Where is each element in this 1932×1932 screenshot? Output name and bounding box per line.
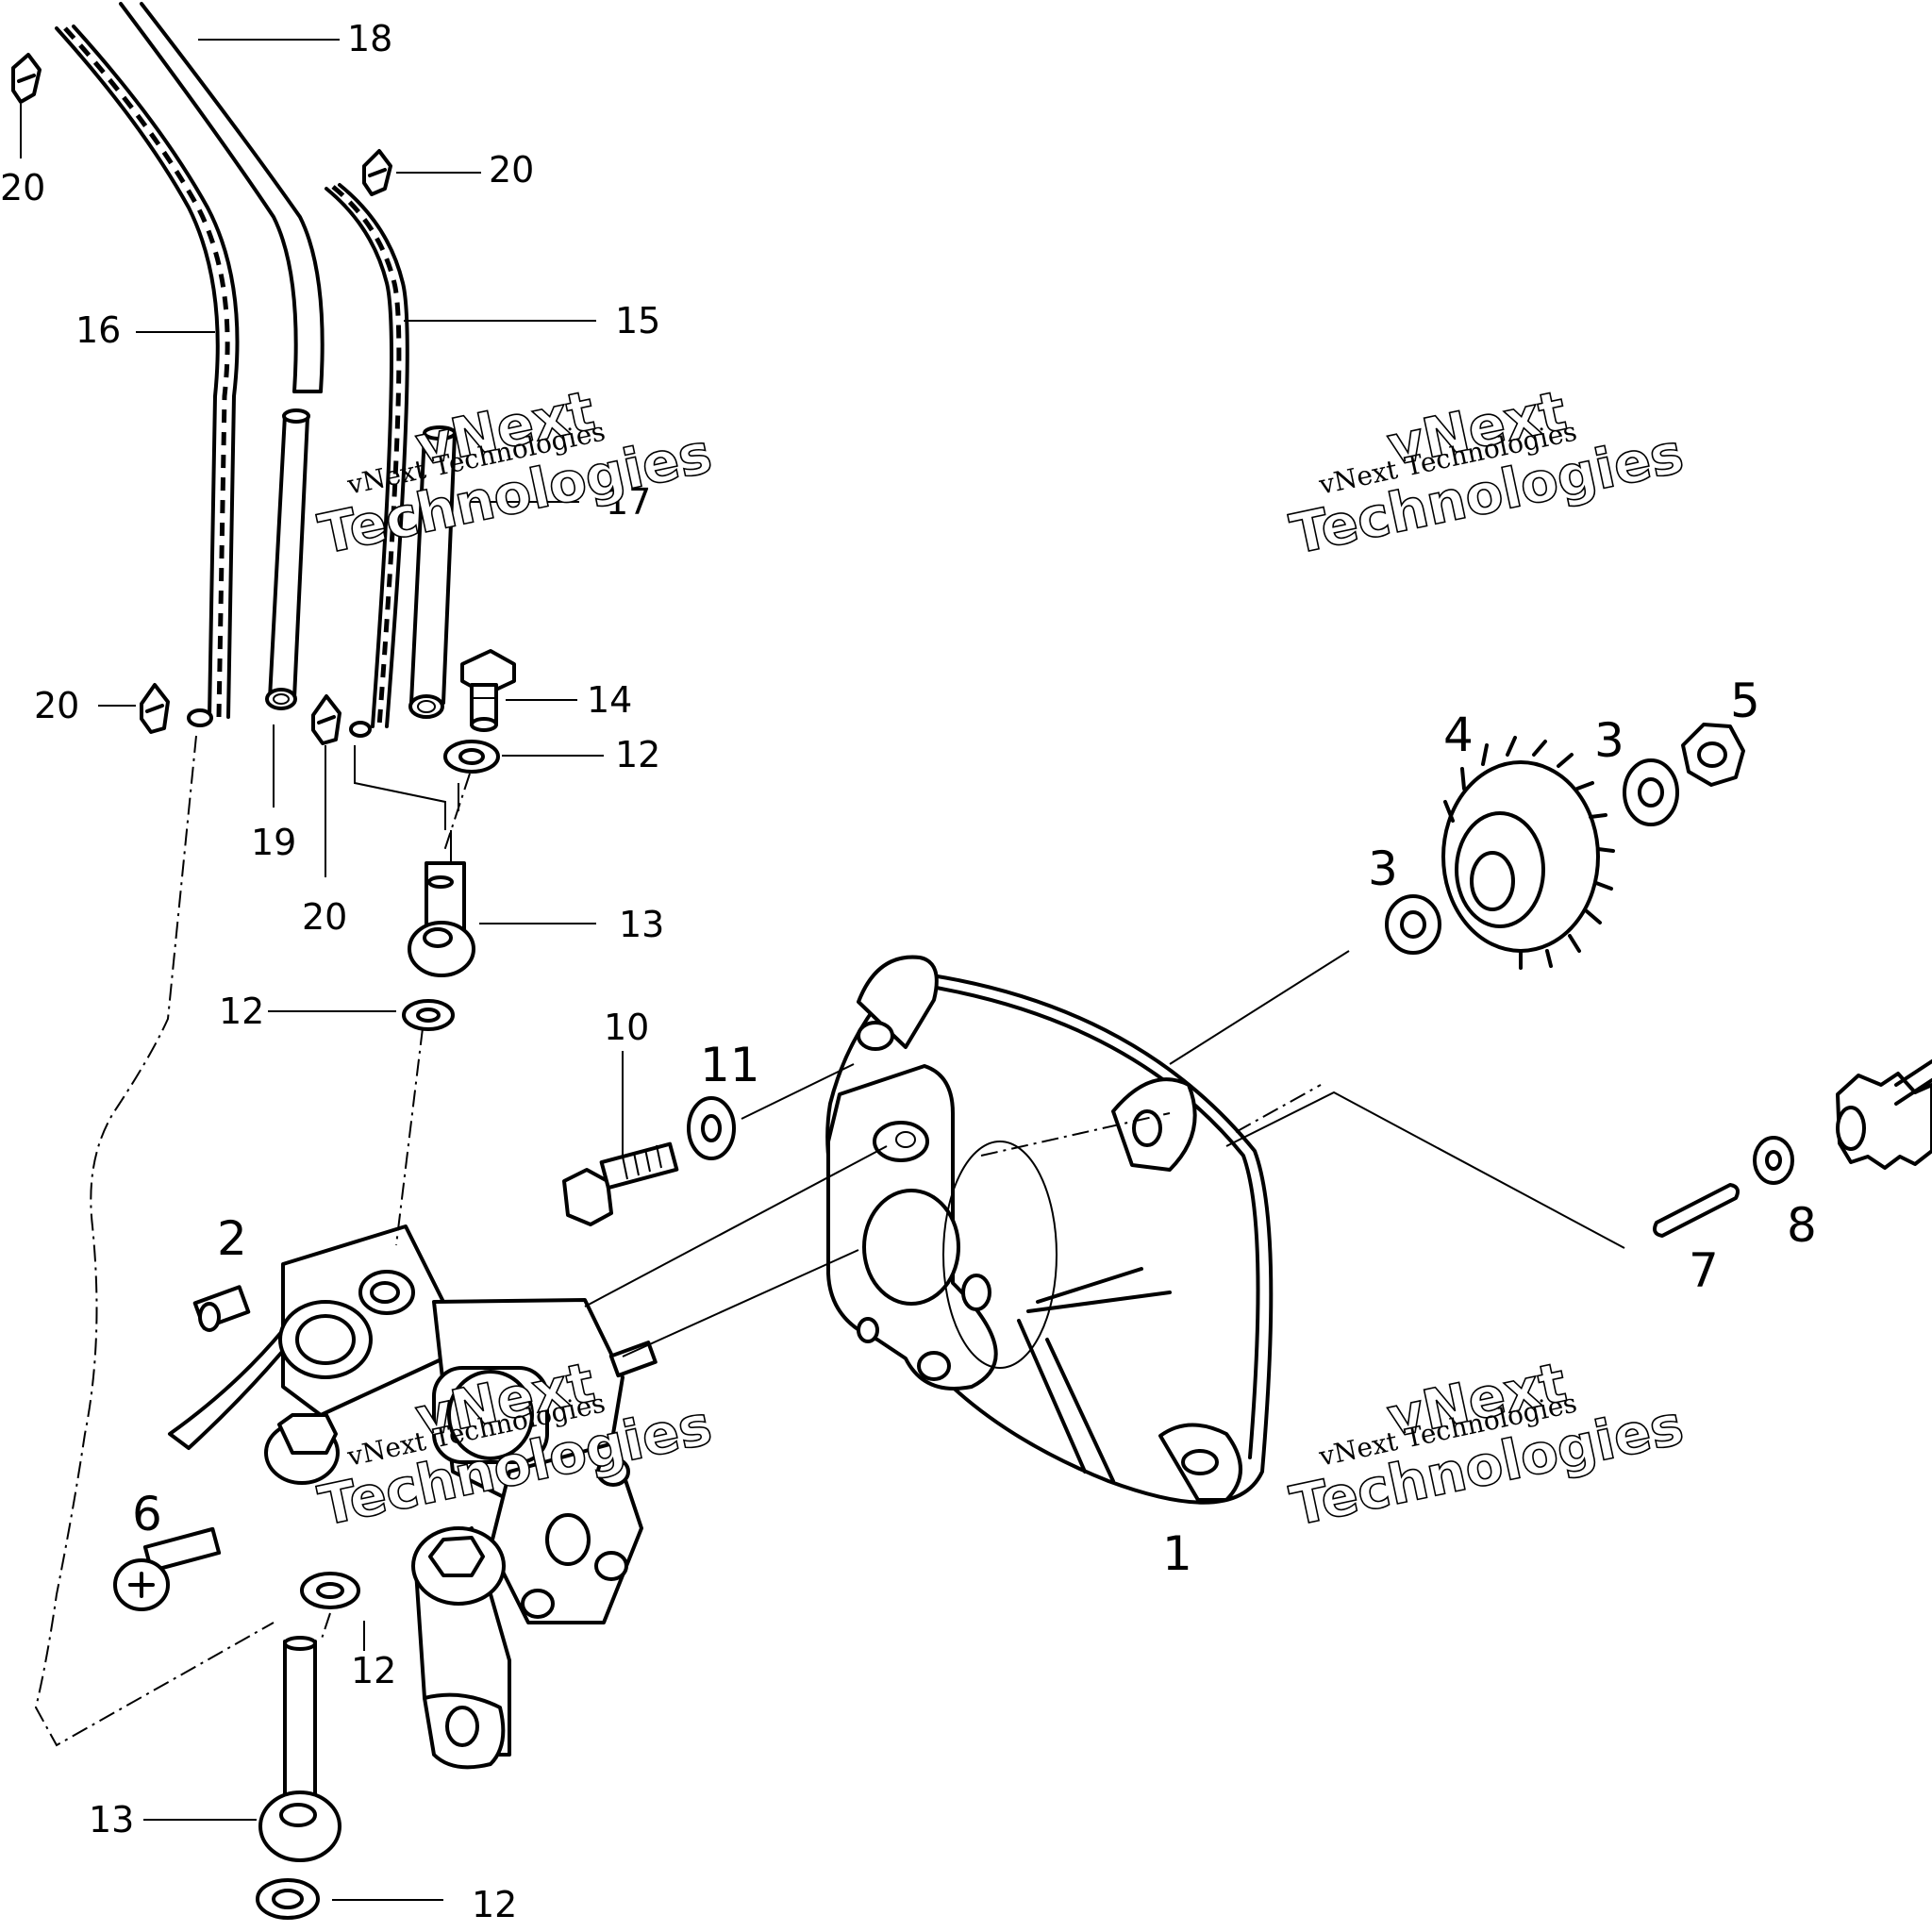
callout-20-top-left: 20 [0,167,45,208]
washer-11 [687,1096,736,1160]
callout-2: 2 [217,1211,247,1266]
pump-housing-1 [825,955,1274,1505]
washer-12-top [443,740,500,774]
watermark-upper-right: vNext Technologies vNext Technologies [1284,377,1689,567]
callout-13-lower: 13 [89,1799,134,1840]
assembly-lines [34,735,1625,1747]
callout-12-middle: 12 [219,991,264,1032]
washer-8 [1753,1136,1794,1185]
pin-7 [1653,1183,1740,1238]
callout-labels: 18 20 20 16 15 17 20 14 12 19 20 13 12 1… [0,18,1817,1925]
washer-12-lower [300,1572,360,1609]
callout-4: 4 [1443,708,1474,762]
callout-11: 11 [700,1038,760,1092]
watermark-lower-right: vNext Technologies vNext Technologies [1284,1349,1689,1539]
callout-5: 5 [1730,674,1760,728]
hose-18 [119,2,325,393]
gear-4 [1441,736,1615,970]
drive-gear [1836,1059,1932,1170]
callout-12-top: 12 [615,734,660,775]
callout-3-left: 3 [1368,841,1398,896]
callout-20-top: 20 [489,149,534,191]
hose-15 [325,183,409,738]
callout-12-lower: 12 [351,1650,396,1691]
clip-20-middle [311,694,341,745]
clip-20-top [362,149,392,196]
hose-17 [408,425,457,719]
callout-3-right: 3 [1594,713,1624,768]
leader-lines [20,39,624,1901]
callout-19: 19 [251,822,296,863]
washer-3-left [1385,894,1441,955]
nut-5 [1681,723,1745,787]
callout-14: 14 [587,679,632,721]
hose-19 [265,408,310,710]
callout-13-upper: 13 [619,904,664,945]
oil-pump-2 [168,1224,658,1770]
washer-12-bottom [256,1878,320,1920]
callout-20-left: 20 [34,685,79,726]
washer-3-right [1623,758,1679,826]
callout-15: 15 [615,300,660,341]
callout-1: 1 [1162,1526,1192,1581]
clip-20-top-left [11,53,42,104]
washer-12-middle [402,999,455,1031]
watermark-upper-left: vNext Technologies vNext Technologies [312,377,717,567]
bolt-10 [562,1141,679,1226]
callout-10: 10 [604,1007,649,1048]
screw-6 [113,1526,222,1611]
callout-6: 6 [132,1487,162,1541]
clip-20-left [140,683,170,734]
callout-18: 18 [347,18,392,59]
callout-7: 7 [1689,1243,1719,1298]
hose-16 [55,25,240,727]
callout-20-middle: 20 [302,896,347,938]
callout-8: 8 [1787,1198,1817,1253]
fitting-13-upper [408,830,475,977]
callout-17: 17 [606,481,651,523]
banjo-bolt-14 [460,649,516,732]
callout-12-bottom: 12 [472,1884,517,1925]
fitting-13-lower [258,1636,341,1862]
callout-16: 16 [75,309,121,351]
